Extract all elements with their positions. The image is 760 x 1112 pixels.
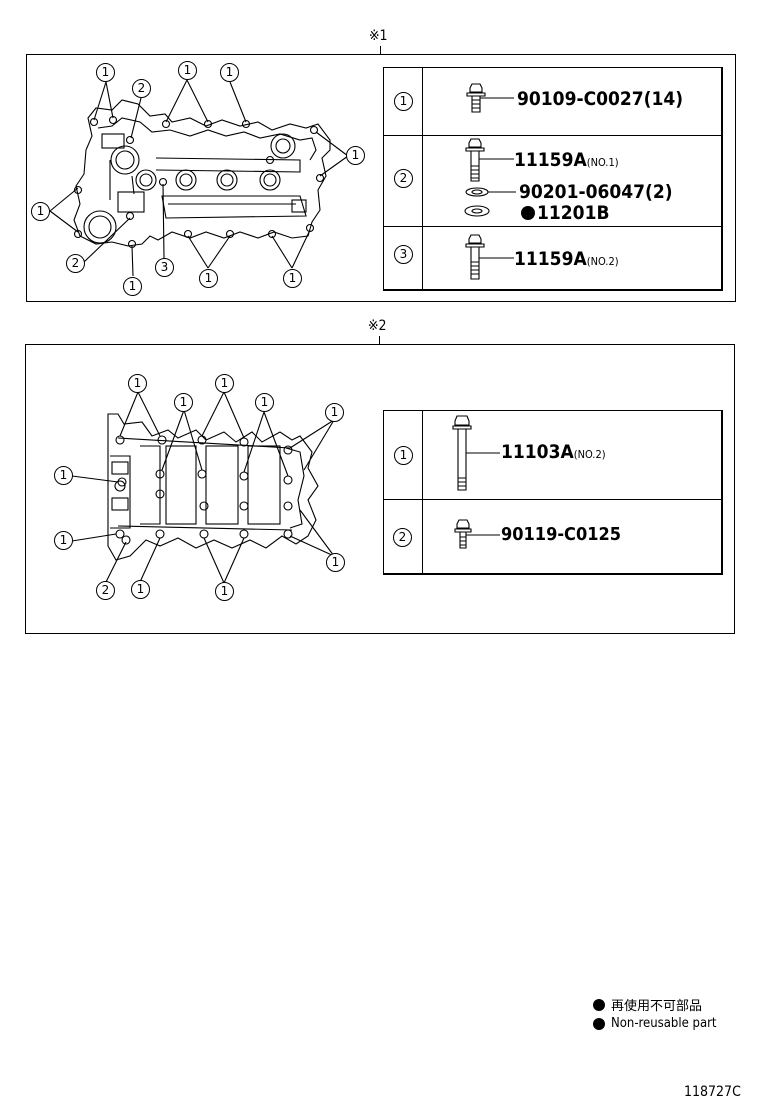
- callout-s1-b: 2: [132, 79, 151, 98]
- legend-en-text: Non-reusable part: [611, 1016, 717, 1031]
- part-note: (NO.2): [573, 448, 606, 461]
- legend-jp: 再使用不可部品: [593, 995, 702, 1014]
- callout-s2-a: 1: [128, 374, 147, 393]
- callout-s2-f: 1: [54, 466, 73, 485]
- part-number-s1-r2c: 11201B: [521, 202, 610, 224]
- callout-s1-g: 2: [66, 254, 85, 273]
- non-reusable-dot-icon: [593, 1017, 605, 1030]
- section2-marker: ※2: [368, 318, 387, 334]
- part-number-s2-r2: 90119-C0125: [501, 524, 621, 545]
- part-number-text: 90201-06047(2): [519, 181, 673, 203]
- row-number-s2-2: 2: [393, 528, 412, 547]
- row-number-s2-1: 1: [394, 446, 413, 465]
- callout-s1-i: 3: [155, 258, 174, 277]
- callout-s1-d: 1: [220, 63, 239, 82]
- section2-marker-leader: [379, 336, 380, 345]
- row-number-s1-1: 1: [394, 92, 413, 111]
- callout-s2-b: 1: [174, 393, 193, 412]
- legend-jp-text: 再使用不可部品: [611, 999, 703, 1014]
- part-number-s1-r3: 11159A(NO.2): [514, 248, 619, 270]
- row-number-s1-2: 2: [394, 169, 413, 188]
- section1-frame: [26, 54, 736, 302]
- short-bolt-icon: [454, 519, 500, 549]
- legend-en: Non-reusable part: [593, 1016, 717, 1031]
- head-bolt-icon: [452, 415, 500, 491]
- gasket-washer-icon: [464, 205, 490, 217]
- part-number-text: 11201B: [537, 202, 610, 224]
- part-number-text: 11159A: [514, 149, 587, 171]
- callout-s2-i: 2: [96, 581, 115, 600]
- section1-parts-table: [383, 67, 723, 291]
- callout-s2-k: 1: [215, 582, 234, 601]
- section1-row-3: [384, 226, 721, 293]
- part-number-text: 90109-C0027(14): [517, 88, 684, 110]
- figure-number: 118727C: [684, 1084, 741, 1100]
- flange-bolt-icon: [466, 83, 514, 113]
- section2-parts-table: [383, 410, 723, 575]
- callout-s2-g: 1: [54, 531, 73, 550]
- seal-washer-icon: [465, 187, 516, 197]
- callout-s1-k: 1: [283, 269, 302, 288]
- part-number-s1-r1: 90109-C0027(14): [517, 88, 683, 110]
- part-number-text: 11159A: [514, 248, 587, 270]
- callout-s1-f: 1: [31, 202, 50, 221]
- part-number-text: 90119-C0125: [501, 524, 622, 545]
- callout-s1-e: 1: [346, 146, 365, 165]
- section1-marker-leader: [380, 46, 381, 54]
- part-number-s1-r2b: 90201-06047(2): [519, 181, 673, 203]
- callout-s1-a: 1: [96, 63, 115, 82]
- non-reusable-dot-icon: [593, 998, 605, 1011]
- section2-row-2: [384, 499, 721, 577]
- callout-s2-d: 1: [255, 393, 274, 412]
- callout-s2-c: 1: [215, 374, 234, 393]
- callout-s2-h: 1: [326, 553, 345, 572]
- part-number-s2-r1: 11103A(NO.2): [501, 441, 606, 463]
- callout-s2-j: 1: [131, 580, 150, 599]
- part-note: (NO.2): [586, 255, 619, 268]
- callout-s2-e: 1: [325, 403, 344, 422]
- stud-bolt-icon: [465, 138, 514, 182]
- part-note: (NO.1): [586, 156, 619, 169]
- section1-marker: ※1: [369, 28, 388, 44]
- section2-frame: [25, 344, 735, 634]
- cylinder-head-cover-drawing: [49, 79, 349, 277]
- table-divider: [422, 411, 423, 573]
- part-number-s1-r2a: 11159A(NO.1): [514, 149, 619, 171]
- non-reusable-dot-icon: [521, 206, 535, 220]
- callout-s1-j: 1: [199, 269, 218, 288]
- section1-part-icons: [464, 83, 516, 280]
- part-number-text: 11103A: [501, 441, 574, 463]
- table-divider: [422, 68, 423, 289]
- callout-s1-c: 1: [178, 61, 197, 80]
- cylinder-head-drawing: [71, 391, 335, 584]
- section2-part-icons: [452, 415, 500, 549]
- flange-bolt-long-icon: [465, 234, 514, 280]
- row-number-s1-3: 3: [394, 245, 413, 264]
- section1-row-2: [384, 135, 721, 227]
- callout-s1-h: 1: [123, 277, 142, 296]
